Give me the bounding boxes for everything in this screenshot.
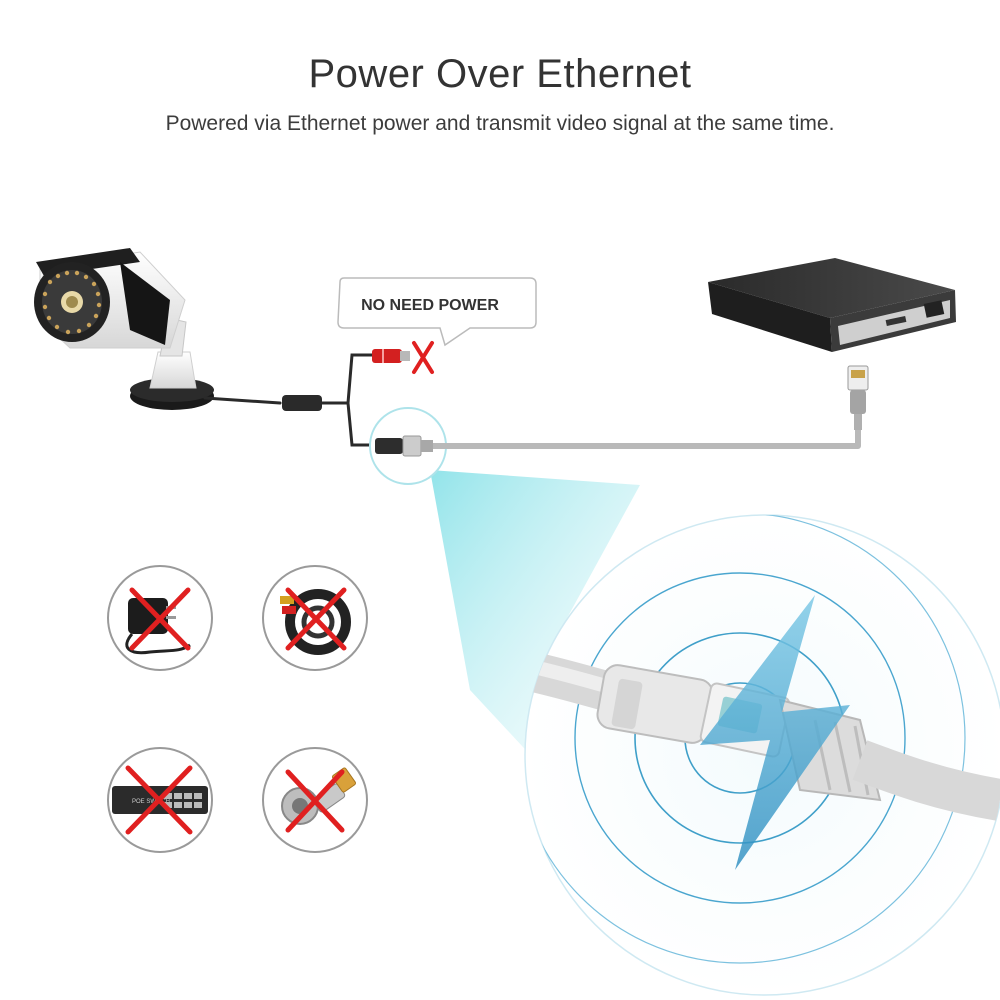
lightning-bolt-icon — [700, 595, 850, 870]
poe-switch-label: POE SWITCH — [132, 799, 170, 805]
dc-power-connector-icon — [372, 349, 410, 363]
camera-cable — [203, 353, 377, 447]
camera-rj45-connector — [369, 407, 447, 485]
no-bnc-cable-icon — [262, 565, 368, 671]
no-poe-switch-icon: POE SWITCH — [107, 747, 213, 853]
ethernet-cable — [433, 428, 861, 449]
callout-text: NO NEED POWER — [361, 297, 499, 314]
magnified-connector-view — [524, 514, 1000, 996]
highlight-beam — [430, 470, 640, 760]
camera-icon — [34, 248, 214, 410]
callout-bubble: NO NEED POWER — [337, 277, 537, 347]
page-subtitle: Powered via Ethernet power and transmit … — [165, 112, 835, 135]
not-needed-cross-icon — [412, 341, 434, 374]
page-title: Power Over Ethernet — [308, 52, 692, 96]
nvr-recorder-icon — [708, 258, 956, 352]
nvr-rj45-connector — [847, 365, 869, 430]
no-power-adapter-icon — [107, 565, 213, 671]
no-bnc-connector-icon — [262, 747, 368, 853]
